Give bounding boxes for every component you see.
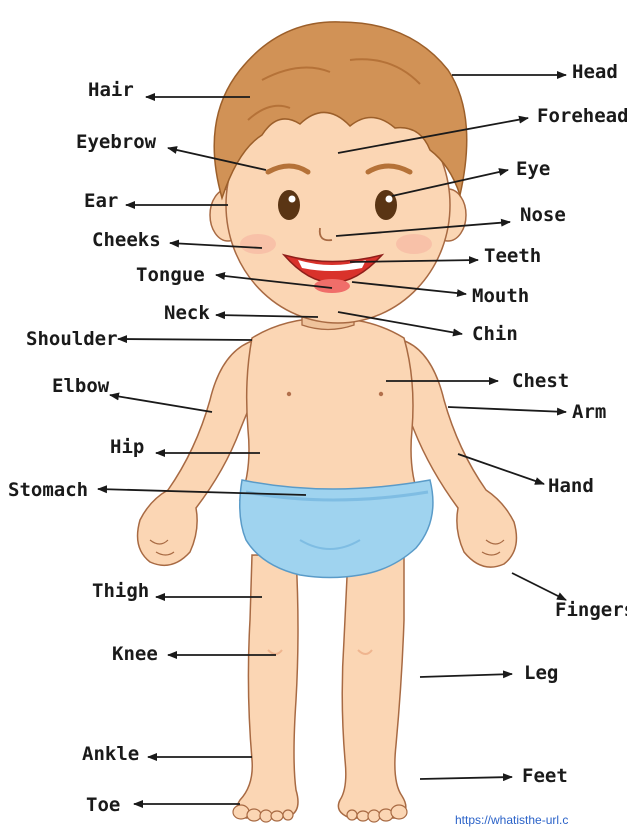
label-knee: Knee	[112, 645, 158, 664]
label-eyebrow: Eyebrow	[76, 133, 156, 152]
label-teeth: Teeth	[484, 247, 541, 266]
label-stomach: Stomach	[8, 481, 88, 500]
arrow-fingers	[512, 573, 566, 600]
label-feet: Feet	[522, 767, 568, 786]
arrow-leg	[420, 674, 512, 677]
label-ankle: Ankle	[82, 745, 139, 764]
label-arm: Arm	[572, 403, 606, 422]
label-thigh: Thigh	[92, 582, 149, 601]
torso	[240, 318, 420, 500]
label-tongue: Tongue	[136, 266, 205, 285]
label-ear: Ear	[84, 192, 118, 211]
label-hand: Hand	[548, 477, 594, 496]
label-neck: Neck	[164, 304, 210, 323]
label-elbow: Elbow	[52, 377, 109, 396]
label-toe: Toe	[86, 796, 120, 815]
label-hair: Hair	[88, 81, 134, 100]
label-chin: Chin	[472, 325, 518, 344]
label-chest: Chest	[512, 372, 569, 391]
legs	[233, 555, 407, 822]
label-head: Head	[572, 63, 618, 82]
label-cheeks: Cheeks	[92, 231, 161, 250]
label-eye: Eye	[516, 160, 550, 179]
label-hip: Hip	[110, 438, 144, 457]
label-mouth: Mouth	[472, 287, 529, 306]
arrow-arm	[448, 407, 566, 412]
arrow-shoulder	[118, 339, 252, 340]
label-shoulder: Shoulder	[26, 330, 118, 349]
label-fingers: Fingers	[555, 601, 627, 620]
label-nose: Nose	[520, 206, 566, 225]
label-forehead: Forehead	[537, 107, 627, 126]
source-url[interactable]: https://whatisthe-url.c	[455, 813, 568, 827]
label-leg: Leg	[524, 664, 558, 683]
arrow-feet	[420, 777, 512, 779]
arrow-elbow	[110, 395, 212, 412]
